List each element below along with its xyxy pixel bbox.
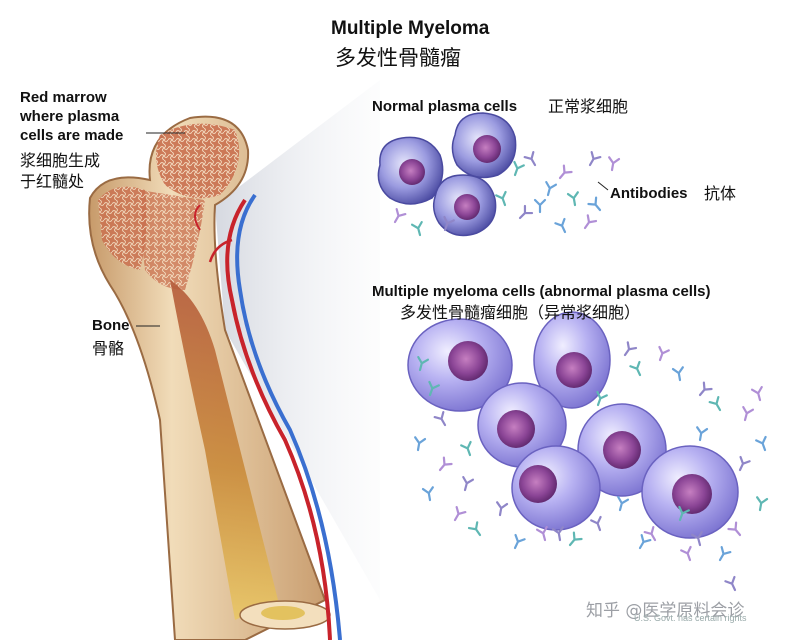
- antibody-glyph: [565, 531, 583, 550]
- red-marrow-label-en: Red marrow where plasma cells are made: [20, 88, 123, 145]
- antibody-glyph: [734, 455, 751, 474]
- antibody-glyph: [584, 151, 602, 169]
- antibody-glyph: [739, 406, 755, 423]
- antibody-glyph: [614, 496, 630, 513]
- antibody-glyph: [634, 534, 652, 552]
- bone-label-en: Bone: [92, 317, 130, 334]
- antibody-glyph: [467, 521, 486, 539]
- antibody-glyph: [515, 204, 534, 223]
- normal-cells-label-en: Normal plasma cells: [372, 98, 518, 115]
- watermark: 知乎 @医学原料会诊: [586, 601, 745, 621]
- credit-line: U.S. Govt. has certain rights: [634, 613, 747, 623]
- antibody-glyph: [542, 181, 558, 198]
- red-marrow-label-zh: 浆细胞生成 于红髓处: [20, 150, 100, 192]
- antibody-glyph: [523, 151, 541, 169]
- antibody-glyph: [433, 411, 451, 429]
- antibody-glyph: [654, 345, 670, 363]
- myeloma-cells-label-zh: 多发性骨髓瘤细胞（异常浆细胞）: [400, 303, 641, 322]
- antibody-glyph: [555, 164, 573, 183]
- antibody-glyph: [509, 160, 525, 178]
- antibody-glyph: [693, 426, 709, 442]
- antibody-glyph: [629, 360, 646, 379]
- antibody-glyph: [435, 456, 453, 475]
- antibody-glyph: [695, 381, 713, 400]
- red-marrow-zh-line-1: 浆细胞生成: [20, 151, 101, 170]
- title-zh: 多发性骨髓瘤: [335, 46, 461, 70]
- red-marrow-line-1: Red marrow: [20, 89, 107, 106]
- antibody-glyph: [459, 476, 475, 493]
- antibody-glyph: [724, 575, 741, 594]
- antibodies-label-en: Antibodies: [610, 185, 688, 202]
- antibody-glyph: [680, 545, 696, 563]
- antibody-glyph: [708, 396, 726, 414]
- red-marrow-zh-line-2: 于红髓处: [20, 172, 85, 191]
- antibody-glyph: [579, 214, 598, 232]
- title-en: Multiple Myeloma: [331, 18, 490, 39]
- normal-plasma-cells: [377, 112, 517, 237]
- antibodies-leader-line: [597, 181, 609, 191]
- myeloma-cells: [407, 311, 739, 539]
- antibody-glyph: [590, 515, 606, 533]
- red-marrow-line-3: cells are made: [20, 127, 124, 144]
- antibody-glyph: [714, 546, 732, 564]
- antibody-glyph: [619, 341, 638, 359]
- antibody-glyph: [410, 221, 426, 238]
- femur-bone: [88, 115, 331, 640]
- antibody-glyph: [460, 440, 476, 458]
- antibodies-label-zh: 抗体: [704, 184, 737, 203]
- antibody-glyph: [533, 198, 547, 214]
- antibody-glyph: [566, 191, 582, 207]
- magnification-beam: [215, 80, 380, 600]
- antibody-glyph: [421, 486, 437, 502]
- normal-cells-label-zh: 正常浆细胞: [548, 97, 629, 116]
- antibody-glyph: [671, 366, 687, 382]
- antibody-glyph: [389, 208, 407, 226]
- antibody-glyph: [750, 386, 766, 403]
- antibody-glyph: [753, 496, 769, 512]
- antibody-glyph: [605, 156, 621, 172]
- myeloma-cells-label-en: Multiple myeloma cells (abnormal plasma …: [372, 283, 711, 300]
- antibody-glyph: [554, 217, 571, 236]
- antibody-glyph: [493, 501, 509, 517]
- bone-label-zh: 骨骼: [92, 339, 125, 358]
- red-marrow-line-2: where plasma: [20, 108, 120, 125]
- antibody-glyph: [727, 521, 745, 540]
- artery: [225, 198, 332, 640]
- antibody-glyph: [495, 190, 511, 208]
- antibody-glyph: [449, 506, 467, 524]
- antibody-glyph: [509, 533, 526, 552]
- antibody-glyph: [411, 436, 427, 452]
- vein: [235, 193, 342, 640]
- antibody-glyph: [587, 196, 605, 215]
- antibody-glyph: [755, 435, 771, 453]
